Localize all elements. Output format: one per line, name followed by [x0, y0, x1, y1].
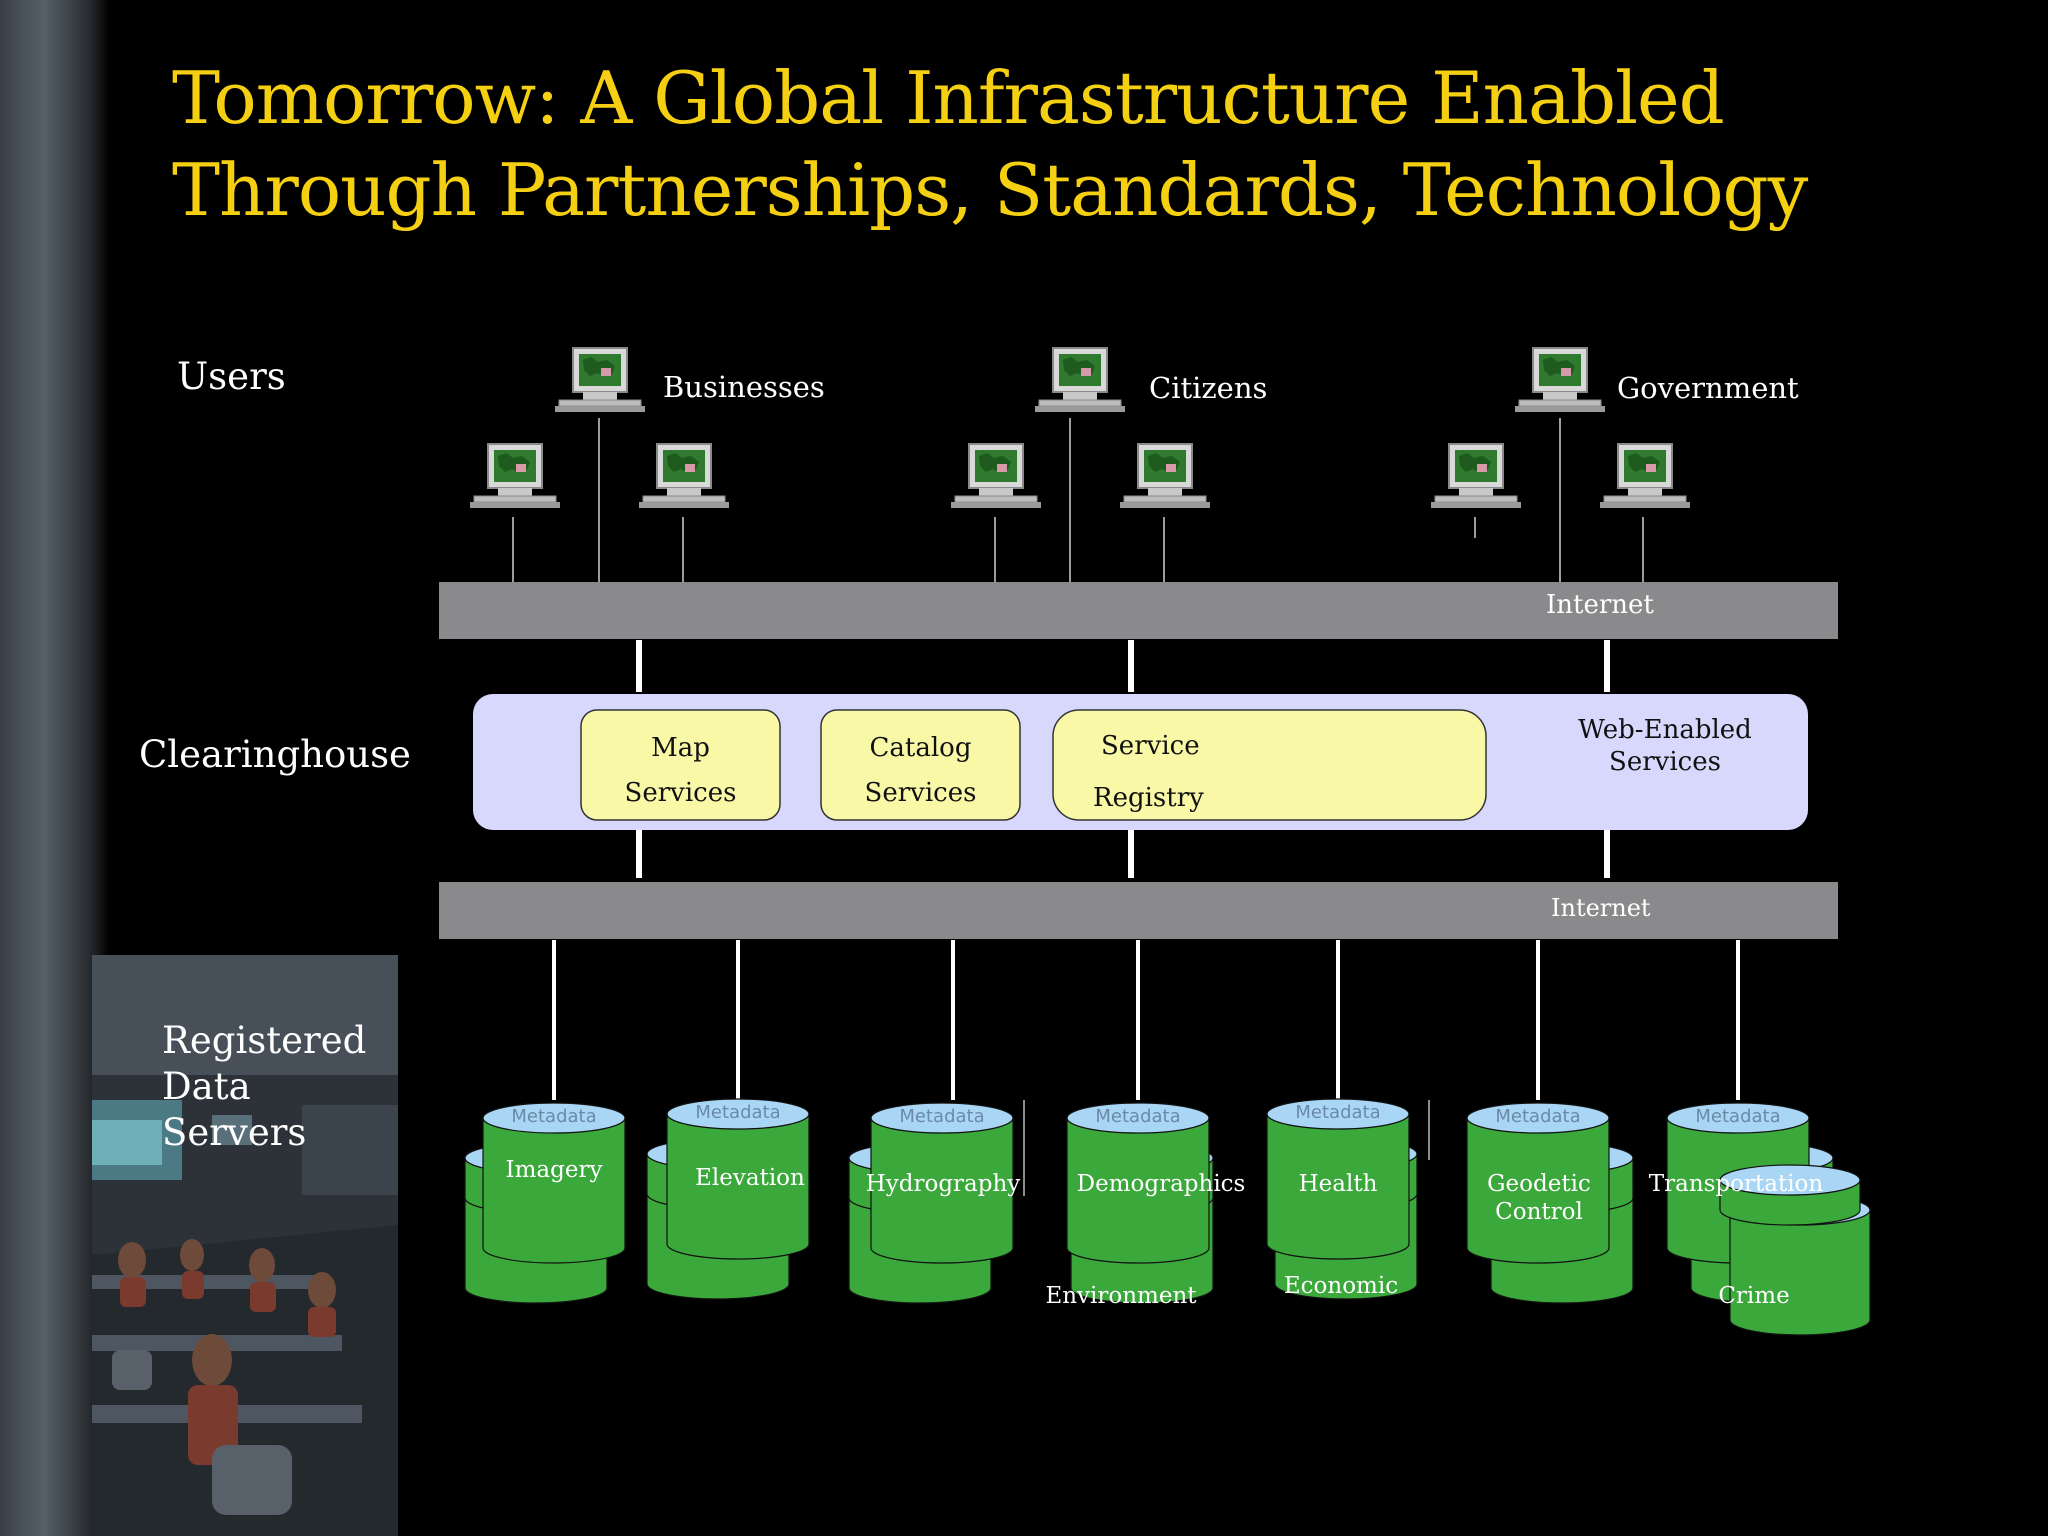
database-cylinder-icon	[482, 1102, 626, 1264]
database-cylinder-icon	[666, 1098, 810, 1260]
user-group-businesses: Businesses	[663, 370, 825, 404]
map-services-box	[580, 709, 781, 821]
registered-line-1: Registered	[162, 1019, 367, 1062]
catalog-services-label: Catalog Services	[821, 726, 1020, 816]
map-services-line-2: Services	[624, 778, 737, 808]
database-cylinders	[464, 1098, 1871, 1336]
server-label-imagery: Imagery	[505, 1157, 603, 1183]
registered-line-2: Data	[162, 1065, 251, 1108]
web-enabled-services-label: Web-Enabled Services	[1560, 714, 1770, 778]
service-registry-box	[1052, 709, 1487, 821]
title-line-1: Tomorrow: A Global Infrastructure Enable…	[172, 56, 1725, 140]
internet-label-top: Internet	[1546, 590, 1654, 620]
metadata-label: Metadata	[511, 1106, 597, 1127]
server-label-health: Health	[1298, 1171, 1378, 1197]
metadata-label: Metadata	[1295, 1102, 1381, 1123]
title-line-2: Through Partnerships, Standards, Technol…	[172, 148, 1808, 232]
server-label-economic: Economic	[1283, 1273, 1399, 1299]
user-group-government: Government	[1617, 371, 1799, 405]
web-enabled-line-2: Services	[1609, 747, 1721, 777]
service-registry-line-1: Service	[1101, 731, 1200, 761]
section-label-clearinghouse: Clearinghouse	[139, 733, 411, 776]
registered-line-3: Servers	[162, 1111, 307, 1154]
server-label-environment: Environment	[1045, 1283, 1197, 1309]
section-label-users: Users	[177, 355, 286, 398]
database-cylinder-icon	[1066, 1102, 1210, 1264]
slide-title: Tomorrow: A Global Infrastructure Enable…	[172, 52, 2032, 236]
metadata-label: Metadata	[1095, 1106, 1181, 1127]
map-services-label: Map Services	[581, 726, 780, 816]
left-gradient-strip	[0, 0, 110, 1536]
metadata-label: Metadata	[695, 1102, 781, 1123]
database-cylinder-icon	[1266, 1098, 1410, 1260]
server-label-crime: Crime	[1718, 1283, 1790, 1309]
database-cylinder-icon	[1719, 1164, 1861, 1226]
section-label-registered-data-servers: Registered Data Servers	[162, 1018, 366, 1156]
metadata-label: Metadata	[899, 1106, 985, 1127]
catalog-services-line-2: Services	[864, 778, 977, 808]
server-label-elevation: Elevation	[695, 1165, 805, 1191]
metadata-label: Metadata	[1695, 1106, 1781, 1127]
server-label-geodetic-control: Geodetic Control	[1487, 1171, 1591, 1225]
internet-bar-top	[439, 582, 1838, 639]
catalog-services-box	[820, 709, 1021, 821]
database-cylinder-icon	[870, 1102, 1014, 1264]
internet-label-bottom: Internet	[1551, 894, 1651, 922]
service-registry-label: Service Registry	[1071, 720, 1204, 824]
server-label-demographics: Demographics	[1076, 1171, 1246, 1197]
service-registry-line-2: Registry	[1093, 783, 1204, 813]
user-group-citizens: Citizens	[1149, 371, 1268, 405]
computer-monitor-icon	[469, 347, 1691, 509]
web-enabled-line-1: Web-Enabled	[1578, 715, 1752, 745]
map-services-line-1: Map	[651, 733, 710, 763]
catalog-services-line-1: Catalog	[869, 733, 972, 763]
metadata-label: Metadata	[1495, 1106, 1581, 1127]
server-label-hydrography: Hydrography	[865, 1171, 1021, 1197]
classroom-photo	[92, 955, 398, 1536]
server-label-transportation: Transportation	[1648, 1171, 1824, 1197]
database-cylinder-icon	[1466, 1102, 1610, 1264]
internet-bar-bottom	[439, 882, 1838, 939]
